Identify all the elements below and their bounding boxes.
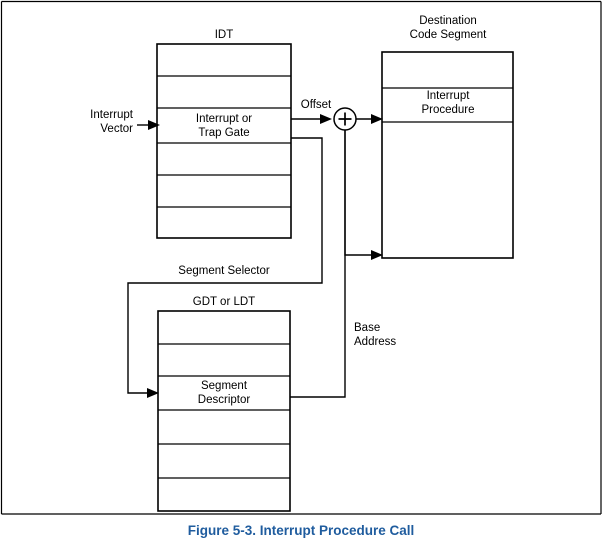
segment-selector-label: Segment Selector xyxy=(178,265,270,277)
base-address-line xyxy=(290,130,346,398)
destination-title-line2: Code Segment xyxy=(410,29,488,41)
idt-gate-label-line1: Interrupt or xyxy=(196,113,252,125)
plus-icon xyxy=(338,112,352,126)
adder-node xyxy=(333,107,357,131)
segment-selector-connector: Segment Selector xyxy=(127,137,323,398)
idt-outline xyxy=(156,43,292,239)
adder-base-branch-line xyxy=(344,130,374,256)
destination-code-segment-block: Destination Code Segment Interrupt Proce… xyxy=(381,15,514,259)
adder-to-destination-arrowhead xyxy=(371,114,383,124)
idt-block: IDT Interrupt or Trap Gate xyxy=(156,29,292,239)
gdt-or-ldt-block: GDT or LDT Segment Descriptor xyxy=(157,296,291,512)
segment-selector-line xyxy=(127,137,323,394)
offset-connector: Offset xyxy=(291,99,332,124)
interrupt-vector-label-line1: Interrupt xyxy=(90,109,134,121)
base-address-label-line1: Base xyxy=(354,322,380,334)
adder-to-destination-connector xyxy=(356,114,383,124)
segment-descriptor-label-line2: Descriptor xyxy=(198,394,251,406)
offset-arrowhead xyxy=(320,114,332,124)
figure-caption: Figure 5-3. Interrupt Procedure Call xyxy=(188,523,415,538)
interrupt-vector-label-line2: Vector xyxy=(100,123,133,135)
idt-gate-label-line2: Trap Gate xyxy=(198,127,249,139)
destination-outline xyxy=(381,51,514,259)
segment-descriptor-label-line1: Segment xyxy=(201,380,248,392)
interrupt-procedure-label-line1: Interrupt xyxy=(427,90,471,102)
idt-title: IDT xyxy=(215,29,234,41)
gdt-outline xyxy=(157,310,291,512)
segment-selector-arrowhead xyxy=(147,388,159,398)
interrupt-procedure-label-line2: Procedure xyxy=(421,104,474,116)
base-address-label-line2: Address xyxy=(354,336,396,348)
base-address-connector: Base Address xyxy=(290,130,396,398)
destination-title-line1: Destination xyxy=(419,15,477,27)
offset-label: Offset xyxy=(301,99,332,111)
interrupt-vector-connector: Interrupt Vector xyxy=(90,109,160,135)
adder-base-branch-arrowhead xyxy=(371,250,383,260)
interrupt-vector-arrowhead xyxy=(148,120,160,130)
gdt-title: GDT or LDT xyxy=(193,296,255,308)
adder-base-branch-connector xyxy=(344,130,383,260)
